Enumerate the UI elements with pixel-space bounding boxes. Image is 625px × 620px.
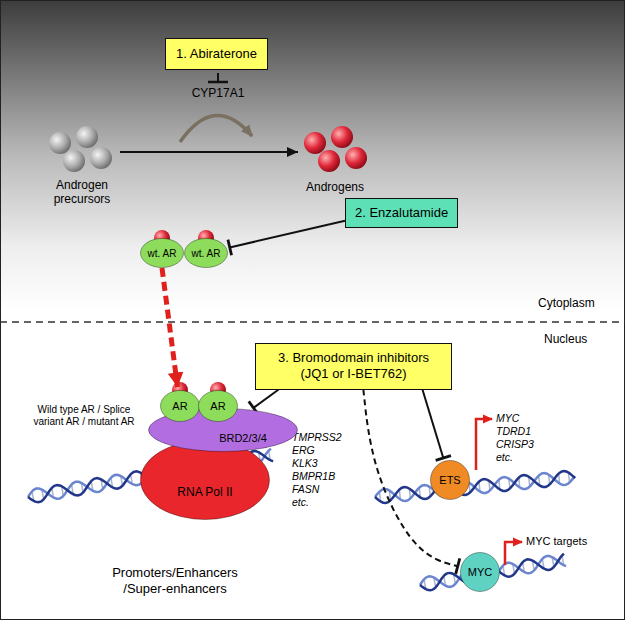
node-text: BRD2/3/4	[219, 432, 267, 444]
node-text: AR	[210, 400, 225, 412]
receptor-note: Wild type AR / Splice variant AR / mutan…	[28, 404, 140, 428]
gene-name-box: TDRD1	[496, 425, 531, 438]
gene-name: ERG	[292, 444, 315, 457]
drug-box: 3. Bromodomain inhibitors (JQ1 or I-BET7…	[255, 343, 452, 390]
gene-name: TDRD1	[496, 425, 531, 438]
molecule-label-box: Androgen precursors	[42, 178, 122, 207]
node-text: wt. AR	[192, 248, 221, 259]
gene-name-box: CRISP3	[496, 438, 534, 451]
node-text: MYC	[468, 566, 492, 578]
enzyme-label-box: CYP17A1	[192, 86, 245, 100]
receptor-oval: wt. AR	[140, 238, 184, 268]
node-shape	[185, 239, 228, 268]
gene-name: FASN	[292, 483, 319, 496]
translocation-arrow	[162, 268, 178, 387]
gene-name: MYC	[496, 412, 519, 425]
target-label-box: MYC targets	[526, 535, 587, 548]
polymerase-oval: RNA Pol II	[140, 440, 270, 520]
gene-name-box: KLK3	[292, 457, 318, 470]
node-shape	[141, 441, 270, 520]
compartment-label-box: Cytoplasm	[538, 296, 595, 310]
node-text: AR	[172, 400, 187, 412]
drug-box: 1. Abiraterone	[165, 38, 268, 70]
transcription-arrow	[505, 542, 522, 565]
inhibition-line	[253, 390, 278, 408]
region-label: Promoters/Enhancers /Super-enhancers	[100, 565, 250, 596]
node-text: RNA Pol II	[177, 485, 232, 499]
androgen-spheres	[304, 126, 367, 172]
compartment-label: Nucleus	[544, 332, 587, 346]
transcription-arrow	[476, 419, 492, 470]
node-text: 2. Enzalutamide	[355, 205, 448, 221]
target-label: MYC targets	[526, 535, 587, 548]
dna-helix	[375, 471, 575, 503]
gene-name-box: etc.	[496, 451, 513, 464]
gene-name-box: TMPRSS2	[292, 431, 342, 444]
receptor-oval: AR	[198, 390, 238, 422]
gene-name-box: etc.	[292, 496, 309, 509]
node-shape	[461, 553, 500, 592]
receptor-note-box: Wild type AR / Splice variant AR / mutan…	[28, 404, 140, 428]
gene-name: BMPR1B	[292, 470, 335, 483]
node-text: 3. Bromodomain inhibitors (JQ1 or I-BET7…	[264, 350, 443, 383]
abiraterone-inhibition	[208, 73, 228, 82]
gene-name: TMPRSS2	[292, 431, 342, 444]
inhibition-line	[230, 221, 345, 248]
gene-name: KLK3	[292, 457, 318, 470]
node-shape	[199, 391, 238, 422]
precursor-spheres	[49, 126, 112, 172]
node-shape	[431, 461, 470, 500]
gene-name-box: BMPR1B	[292, 470, 335, 483]
node-text: wt. AR	[148, 248, 177, 259]
receptor-oval: wt. AR	[184, 238, 228, 268]
molecule-label-box: Androgens	[306, 180, 364, 194]
node-shape	[149, 409, 298, 452]
compartment-label: Cytoplasm	[538, 296, 595, 310]
gene-name: etc.	[292, 496, 309, 509]
compartment-label-box: Nucleus	[544, 332, 587, 346]
factor-circle: ETS	[430, 460, 470, 500]
node-shape	[141, 239, 184, 268]
gene-name-box: ERG	[292, 444, 315, 457]
inhibition-line	[422, 390, 443, 458]
conversion-arrow	[120, 151, 298, 153]
gene-name-box: FASN	[292, 483, 319, 496]
drug-box: 2. Enzalutamide	[345, 198, 458, 228]
factor-circle: MYC	[460, 552, 500, 592]
enzyme-label: CYP17A1	[192, 86, 245, 100]
receptor-oval: AR	[160, 390, 200, 422]
region-label-box: Promoters/Enhancers /Super-enhancers	[100, 565, 250, 596]
gene-name: etc.	[496, 451, 513, 464]
nuclear-membrane	[0, 321, 625, 323]
dna-strand	[375, 471, 575, 503]
gene-name: CRISP3	[496, 438, 534, 451]
enzyme-curve-arrow	[180, 115, 252, 142]
molecule-label: Androgen precursors	[42, 178, 122, 207]
node-text: ETS	[439, 474, 460, 486]
node-shape	[161, 391, 200, 422]
node-outline	[140, 440, 270, 520]
gene-name-box: MYC	[496, 412, 519, 425]
node-text: 1. Abiraterone	[176, 46, 257, 62]
molecule-label: Androgens	[306, 180, 364, 194]
